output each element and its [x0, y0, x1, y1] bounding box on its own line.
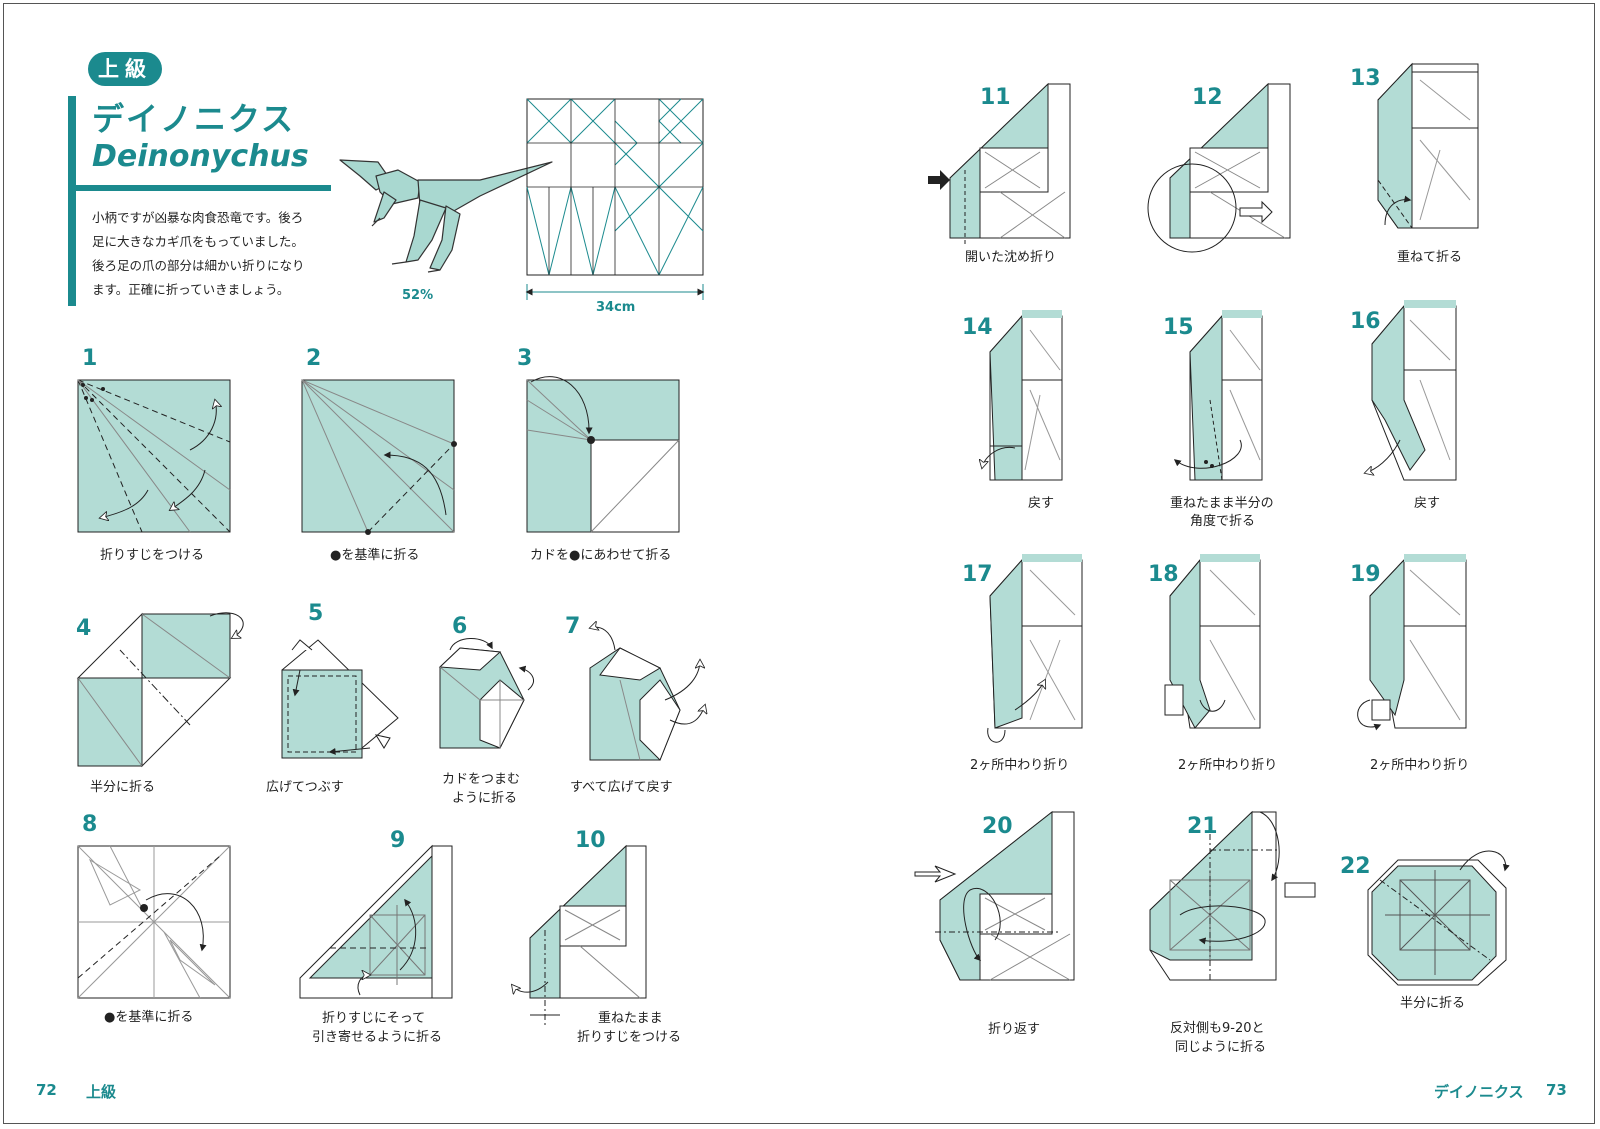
step-9-diagram [299, 844, 453, 999]
step-caption: ように折る [452, 791, 518, 806]
level-badge: 上級 [88, 52, 162, 86]
deinonychus-model-illustration [339, 159, 553, 273]
step-7-diagram [590, 627, 705, 761]
description-line: 小柄ですが凶暴な肉食恐竜です。後ろ [92, 210, 304, 225]
step-caption: 反対側も9-20と [1170, 1021, 1265, 1036]
step-caption: 折りすじをつける [577, 1030, 682, 1045]
step-caption: カドを●にあわせて折る [530, 548, 672, 563]
step-number: 10 [575, 828, 606, 853]
step-caption: 折りすじにそって [322, 1011, 426, 1026]
step-caption: 2ヶ所中わり折り [970, 758, 1070, 773]
step-1-diagram [77, 379, 231, 533]
left-running-header: 上級 [86, 1083, 117, 1101]
left-page-number: 72 [36, 1081, 57, 1099]
step-caption: 角度で折る [1190, 514, 1256, 529]
description-line: 後ろ足の爪の部分は細かい折りになり [92, 258, 305, 273]
step-caption: 折りすじをつける [100, 548, 205, 563]
step-number: 18 [1148, 562, 1179, 587]
step-caption: 同じように折る [1175, 1040, 1267, 1055]
step-caption: 半分に折る [90, 780, 156, 795]
page-border [3, 3, 1595, 1124]
step-number: 11 [980, 85, 1011, 110]
step-number: 13 [1350, 66, 1381, 91]
step-number: 21 [1187, 814, 1218, 839]
step-15-diagram [1173, 310, 1263, 481]
step-number: 3 [517, 346, 533, 371]
page-title-english: Deinonychus [92, 139, 309, 174]
scale-label: 52% [402, 288, 434, 303]
step-caption: すべて広げて戻す [570, 780, 673, 795]
step-caption: 引き寄せるように折る [312, 1030, 443, 1045]
step-number: 17 [962, 562, 993, 587]
step-caption: 広げてつぶす [266, 780, 344, 795]
crease-pattern [525, 98, 705, 300]
step-number: 1 [82, 346, 98, 371]
step-4-diagram [76, 612, 244, 768]
step-18-diagram [1164, 554, 1261, 729]
model-description: 小柄ですが凶暴な肉食恐竜です。後ろ 足に大きなカギ爪をもっていました。 後ろ足の… [92, 206, 327, 302]
step-number: 15 [1163, 315, 1194, 340]
title-accent-bar [68, 96, 76, 306]
paper-size-label: 34cm [596, 300, 636, 315]
step-number: 19 [1350, 562, 1381, 587]
right-running-header: デイノニクス [1434, 1083, 1524, 1101]
description-line: 足に大きなカギ爪をもっていました。 [92, 234, 304, 249]
step-caption: 重ねて折る [1397, 250, 1463, 265]
step-number: 6 [452, 614, 468, 639]
step-6-diagram [438, 638, 534, 749]
step-caption: 重ねたまま半分の [1170, 496, 1274, 511]
step-2-diagram [301, 379, 457, 535]
step-caption: ●を基準に折る [330, 548, 420, 563]
step-number: 12 [1192, 85, 1223, 110]
step-number: 2 [306, 346, 322, 371]
step-caption: 半分に折る [1400, 996, 1466, 1011]
step-caption: ●を基準に折る [104, 1010, 194, 1025]
step-caption: 折り返す [988, 1022, 1041, 1037]
title-accent-line [76, 185, 331, 191]
step-caption: 2ヶ所中わり折り [1178, 758, 1278, 773]
step-caption: 戻す [1028, 496, 1055, 511]
description-line: ます。正確に折っていきましょう。 [92, 282, 290, 297]
step-number: 4 [76, 616, 92, 641]
step-number: 9 [390, 828, 406, 853]
step-20-diagram [914, 810, 1075, 981]
step-caption: 2ヶ所中わり折り [1370, 758, 1470, 773]
step-number: 20 [982, 814, 1013, 839]
step-17-diagram [987, 554, 1083, 743]
step-12-diagram [1147, 82, 1291, 253]
step-22-diagram [1367, 850, 1510, 986]
step-number: 5 [308, 601, 324, 626]
step-14-diagram [982, 310, 1063, 481]
step-caption: カドをつまむ [442, 772, 521, 787]
step-caption: 開いた沈め折り [965, 250, 1057, 265]
step-caption: 重ねたまま [598, 1011, 663, 1026]
step-caption: 戻す [1414, 496, 1441, 511]
step-3-diagram [526, 376, 680, 533]
step-8-diagram [77, 845, 231, 999]
step-number: 8 [82, 812, 98, 837]
step-16-diagram [1365, 300, 1457, 481]
step-13-diagram [1377, 62, 1479, 229]
step-10-diagram [512, 844, 647, 1025]
step-19-diagram [1357, 554, 1467, 731]
step-number: 22 [1340, 854, 1371, 879]
step-number: 7 [565, 614, 581, 639]
step-21-diagram [1149, 810, 1316, 981]
step-11-diagram [928, 82, 1071, 245]
step-5-diagram [281, 639, 399, 759]
step-number: 16 [1350, 309, 1381, 334]
right-page-number: 73 [1546, 1081, 1567, 1099]
page-title-japanese: デイノニクス [92, 100, 296, 138]
step-number: 14 [962, 315, 993, 340]
